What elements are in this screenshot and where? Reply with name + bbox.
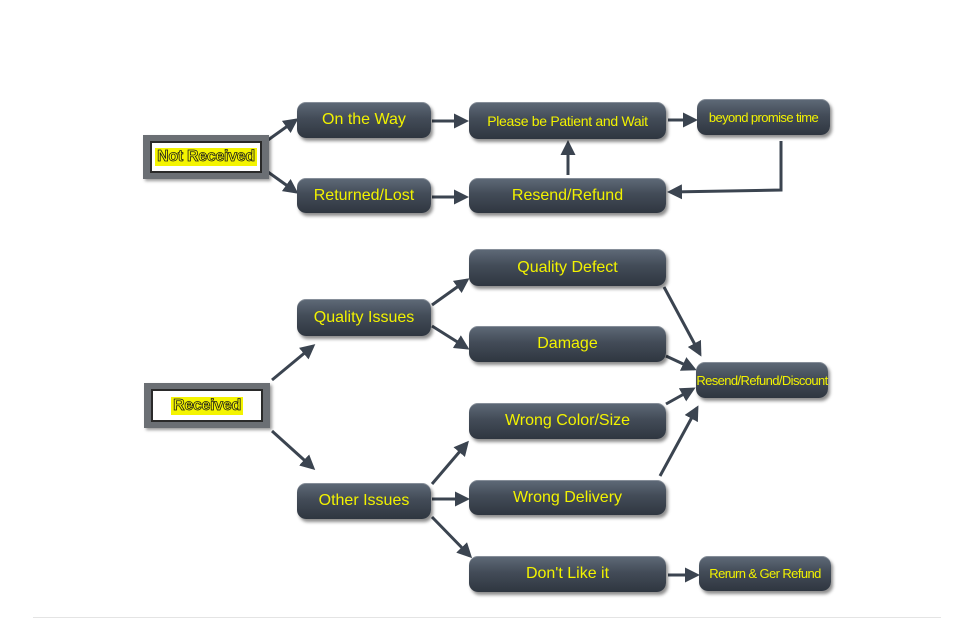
- bottom-divider: [33, 617, 941, 618]
- wrong-delivery-node: Wrong Delivery: [469, 480, 666, 515]
- returned-lost-node: Returned/Lost: [297, 178, 431, 213]
- resend-refund-node: Resend/Refund: [469, 178, 666, 213]
- resend-refund-discount-node: Resend/Refund/Discount: [696, 362, 828, 398]
- beyond-promise-node: beyond promise time: [697, 99, 830, 135]
- arrow-not-received-to-returned: [267, 170, 299, 194]
- arrow-beyond-to-resend: [667, 141, 783, 200]
- received-label: Received: [171, 396, 243, 415]
- received-box: Received: [144, 383, 270, 428]
- arrow-received-to-other: [270, 429, 316, 471]
- arrow-other-to-dontlike: [430, 515, 473, 559]
- wrong-color-size-node: Wrong Color/Size: [469, 403, 666, 439]
- return-get-refund-node: Rerurn & Ger Refund: [699, 556, 831, 591]
- dont-like-node: Don't Like it: [469, 556, 666, 592]
- arrow-delivery-to-rrd: [658, 405, 699, 477]
- arrow-color-to-rrd: [665, 387, 696, 406]
- arrow-quality-to-defect: [431, 278, 470, 307]
- not-received-label: Not Received: [155, 148, 257, 166]
- arrow-damage-to-rrd: [665, 354, 697, 371]
- quality-issues-node: Quality Issues: [297, 299, 431, 336]
- arrow-received-to-quality: [271, 344, 316, 382]
- on-the-way-node: On the Way: [297, 102, 431, 138]
- arrow-quality-to-damage: [431, 324, 470, 350]
- other-issues-node: Other Issues: [297, 483, 431, 519]
- please-wait-node: Please be Patient and Wait: [469, 102, 666, 139]
- not-received-box: Not Received: [143, 135, 269, 179]
- arrow-defect-to-rrd: [662, 286, 702, 357]
- quality-defect-node: Quality Defect: [469, 249, 666, 286]
- damage-node: Damage: [469, 326, 666, 362]
- arrow-other-to-color: [430, 440, 469, 485]
- arrow-not-received-to-on-the-way: [267, 118, 299, 142]
